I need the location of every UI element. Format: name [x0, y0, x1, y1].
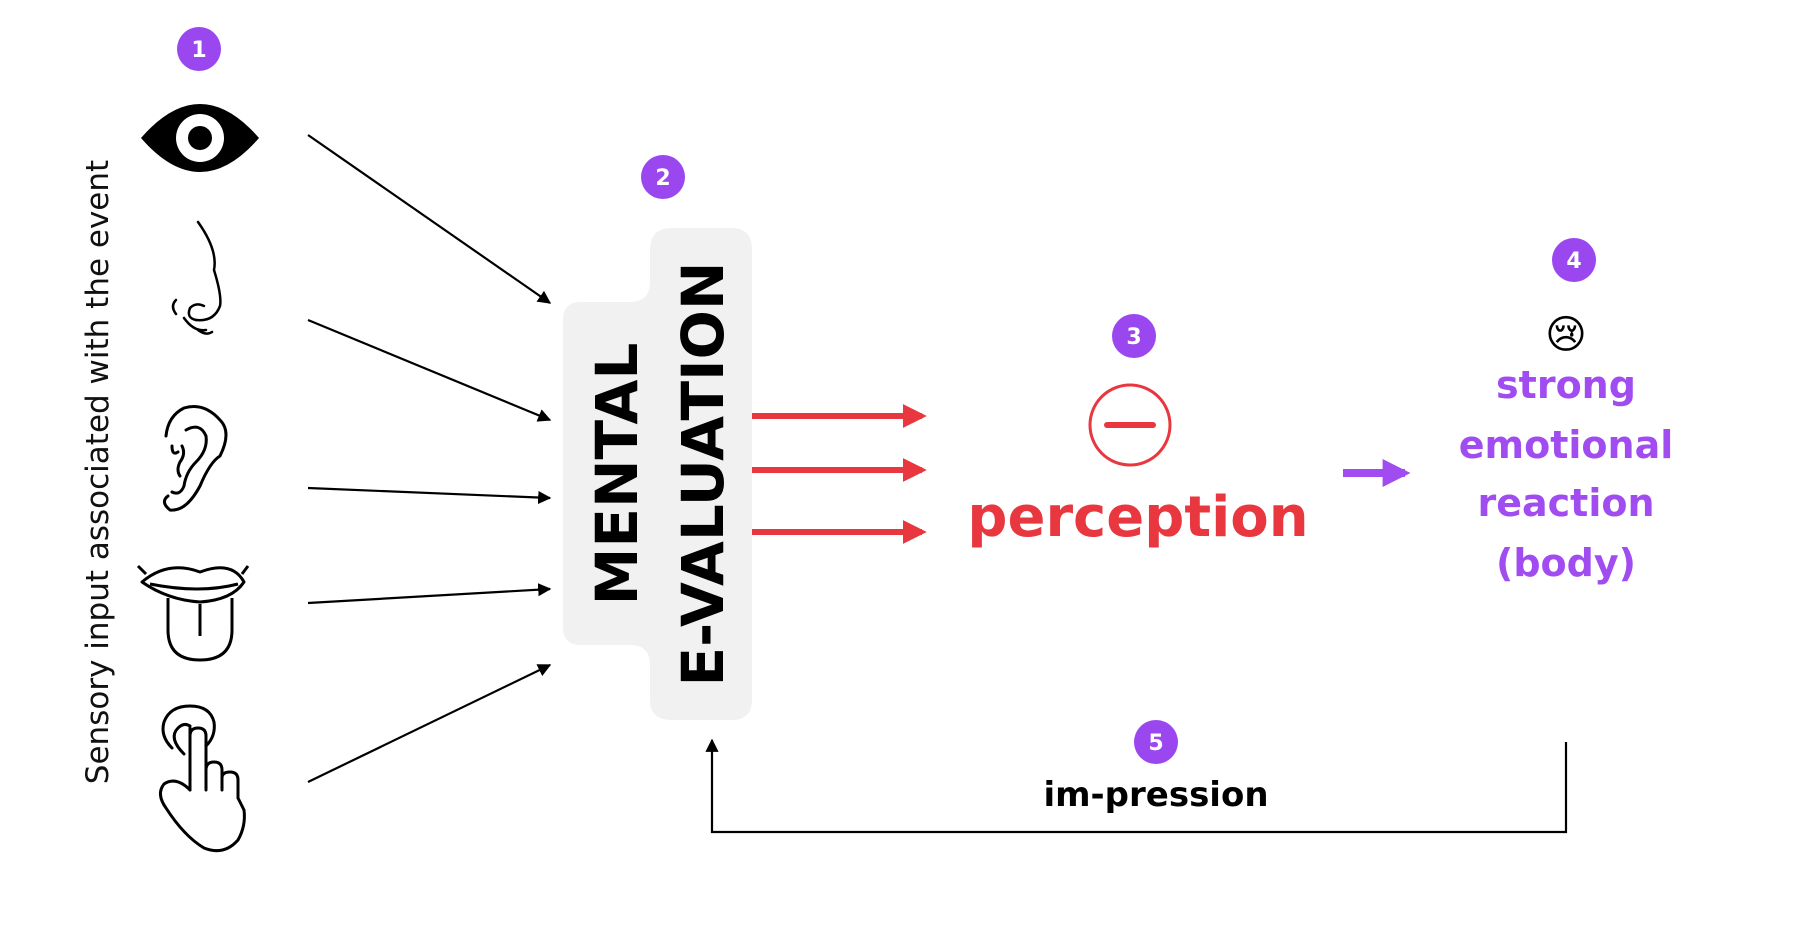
tongue-icon — [136, 564, 250, 662]
step-badge-3: 3 — [1112, 314, 1156, 358]
evaluation-line-1: MENTAL — [583, 343, 651, 606]
nose-icon — [171, 220, 222, 335]
arrow-nose-to-evaluation — [307, 318, 552, 422]
impression-label: im-pression — [1043, 775, 1268, 815]
eye-icon — [141, 104, 259, 172]
step-badge-1: 1 — [177, 27, 221, 71]
mental-evaluation-box: MENTAL E-VALUATION — [563, 228, 752, 720]
reaction-line-2: emotional — [1459, 423, 1674, 467]
reaction-line-4: (body) — [1496, 541, 1636, 585]
step-badge-2: 2 — [641, 155, 685, 199]
reaction-line-1: strong — [1496, 363, 1636, 407]
arrow-eye-to-evaluation — [307, 134, 552, 304]
feedback-loop-arrow — [705, 738, 1568, 834]
arrow-ear-to-evaluation — [307, 486, 552, 505]
svg-text:5: 5 — [1148, 731, 1163, 756]
arrow-tongue-to-evaluation — [307, 583, 552, 605]
crying-emoji-icon: 😢 — [1545, 312, 1587, 358]
finger-touch-icon — [159, 704, 246, 853]
step-badge-5: 5 — [1134, 720, 1178, 764]
reaction-line-3: reaction — [1477, 481, 1654, 525]
perception-label: perception — [967, 485, 1308, 550]
evaluation-line-2: E-VALUATION — [669, 262, 737, 687]
ear-icon — [163, 405, 228, 512]
svg-text:3: 3 — [1126, 325, 1141, 350]
svg-text:2: 2 — [655, 166, 670, 191]
arrow-touch-to-evaluation — [307, 664, 552, 783]
step-badge-4: 4 — [1552, 238, 1596, 282]
svg-text:4: 4 — [1566, 249, 1581, 274]
sensory-input-label: Sensory input associated with the event — [80, 160, 116, 784]
svg-text:1: 1 — [191, 38, 206, 63]
minus-circle-icon — [1088, 383, 1172, 467]
